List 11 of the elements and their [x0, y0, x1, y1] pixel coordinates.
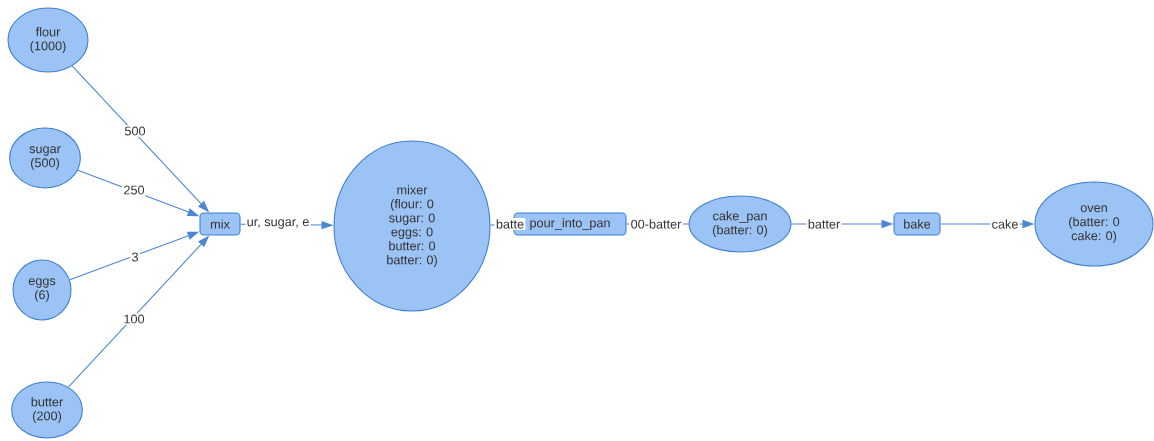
- edge-label: cake: [990, 218, 1020, 230]
- edge-label: 100: [122, 313, 146, 325]
- edge-label: batte: [494, 218, 526, 230]
- edge-label: batter: [806, 218, 842, 230]
- edge-label: 500: [123, 125, 147, 137]
- transition-box: bake: [893, 212, 941, 236]
- edge-label: 250: [122, 184, 146, 196]
- transition-box: mix: [199, 212, 241, 236]
- edge-label: 00-batter: [629, 218, 683, 230]
- edge-label: 3: [130, 251, 140, 263]
- edge-label: ur, sugar, e: [245, 217, 311, 231]
